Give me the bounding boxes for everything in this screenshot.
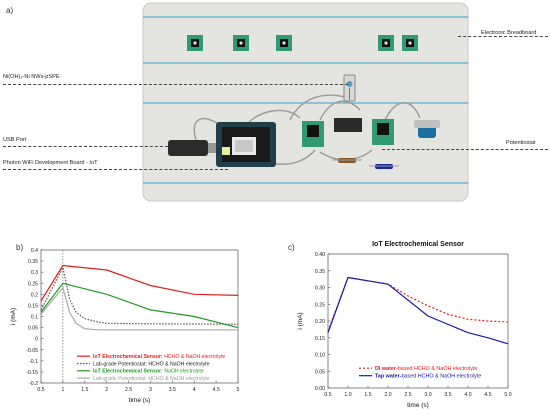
legend-entry: Tap water-based HCHO & NaOH electrolyte xyxy=(375,374,481,380)
label-usb-port: USB Port xyxy=(3,137,27,143)
panel-label-c: c) xyxy=(288,243,295,252)
series-line-1 xyxy=(40,267,239,325)
legend-entry-text: Lab-grade Potentiostat: HCHO & NaOH elec… xyxy=(93,376,210,382)
y-tick-label: 0.15 xyxy=(315,336,325,342)
legend-entry-text: based HCHO & NaOH electrolyte xyxy=(402,374,482,380)
chart-c: IoT Electrochemical Sensor 0.00 0.05 0.10 0.… xyxy=(297,241,512,409)
x-tick-label: 1.0 xyxy=(344,392,351,398)
y-tick-label: 0.40 xyxy=(315,252,325,258)
label-potentiostat: Potentiostat xyxy=(506,140,536,146)
series-line-2 xyxy=(40,282,239,329)
y-tick-label: 0.4 xyxy=(31,248,38,254)
x-tick-label: 3.5 xyxy=(169,387,176,393)
x-tick-label: 4 xyxy=(193,387,196,393)
x-tick-label: 1 xyxy=(61,387,64,393)
legend-entry-text: Lab-grade Potentiostat: HCHO & NaOH elec… xyxy=(93,361,210,367)
y-axis-label: i (mA) xyxy=(10,308,17,325)
y-tick-label: 0.10 xyxy=(315,353,325,359)
legend-entry-bold: Tap water- xyxy=(375,374,402,380)
legend-entry-bold: IoT Electrochemical Sensor: xyxy=(93,369,163,375)
photon-board xyxy=(216,122,276,167)
legend-entry-text: NaOH electrolyte xyxy=(163,369,204,375)
x-tick-label: 4.5 xyxy=(213,387,220,393)
y-tick-label: 0.30 xyxy=(315,286,325,292)
x-axis-label: time (s) xyxy=(407,402,429,409)
legend-entry: Lab-grade Potentiostat: HCHO & NaOH elec… xyxy=(93,361,210,367)
y-tick-label: 0.05 xyxy=(28,326,38,332)
x-tick-label: 4.5 xyxy=(484,392,491,398)
leader-potentiostat xyxy=(382,149,548,150)
x-tick-label: 2.0 xyxy=(384,392,391,398)
legend-entry-bold: DI water- xyxy=(375,366,398,372)
series-line-1 xyxy=(327,276,509,345)
leader-breadboard xyxy=(458,36,548,37)
potentiostat-modules xyxy=(302,118,440,147)
x-tick-label: 5 xyxy=(237,387,240,393)
y-tick-label: 0.35 xyxy=(28,259,38,265)
x-tick-label: 2 xyxy=(105,387,108,393)
y-axis-label: i (mA) xyxy=(297,312,304,329)
y-tick-label: -0.15 xyxy=(26,370,38,376)
legend-entry-bold: IoT Electrochemical Sensor: xyxy=(93,354,163,360)
leader-electrode xyxy=(3,84,348,85)
leader-usb-port xyxy=(3,146,168,147)
x-tick-label: 2.5 xyxy=(125,387,132,393)
y-tick-label: 0.25 xyxy=(315,302,325,308)
label-electrode: Ni(OH)₂-Ni NWs-pSPE xyxy=(3,74,60,80)
chart-title: IoT Electrochemical Sensor xyxy=(372,241,464,248)
series-line-0 xyxy=(327,276,509,332)
label-breadboard: Electronic Breadboard xyxy=(481,30,537,36)
y-tick-label: -0.05 xyxy=(26,348,38,354)
x-tick-label: 1.5 xyxy=(364,392,371,398)
leader-photon-board xyxy=(3,169,228,170)
x-tick-label: 3.5 xyxy=(444,392,451,398)
legend-entry-text: based HCHO & NaOH electrolyte xyxy=(398,366,478,372)
y-tick-label: 0.20 xyxy=(315,319,325,325)
breadboard-illustration xyxy=(142,2,469,202)
passive-components xyxy=(332,158,399,169)
x-axis-label: time (s) xyxy=(129,397,151,404)
legend-entry: DI water-based HCHO & NaOH electrolyte xyxy=(375,366,477,372)
y-tick-label: -0.1 xyxy=(29,359,38,365)
series-line-3 xyxy=(40,287,238,331)
y-tick-label: 0.1 xyxy=(31,315,38,321)
x-tick-label: 4.0 xyxy=(464,392,471,398)
legend-entry: Lab-grade Potentiostat: HCHO & NaOH elec… xyxy=(93,376,210,382)
y-tick-label: 0.2 xyxy=(31,292,38,298)
panel-label-b: b) xyxy=(16,243,24,252)
y-tick-label: 0.00 xyxy=(315,386,325,392)
legend-entry: IoT Electrochemical Sensor: HCHO & NaOH … xyxy=(93,354,225,360)
x-tick-label: 0.5 xyxy=(37,387,44,393)
y-tick-label: 0.05 xyxy=(315,369,325,375)
label-photon-board: Photon WiFi Development Board - IoT xyxy=(3,160,98,166)
x-tick-label: 1.5 xyxy=(81,387,88,393)
legend-entry-text: HCHO & NaOH electrolyte xyxy=(163,354,226,360)
y-tick-label: 0 xyxy=(35,337,38,343)
legend-entry: IoT Electrochemical Sensor: NaOH electro… xyxy=(93,369,204,375)
y-tick-label: 0.25 xyxy=(28,281,38,287)
y-tick-label: 0.3 xyxy=(31,270,38,276)
y-tick-label: 0.35 xyxy=(315,269,325,275)
x-tick-label: 5.0 xyxy=(504,392,511,398)
usb-cable xyxy=(168,140,216,156)
chart-b: -0.2 -0.15 -0.1 -0.05 0 0.05 0.1 0.15 0.2 0.25 0.3… xyxy=(10,248,240,404)
x-tick-label: 3 xyxy=(149,387,152,393)
electrode-spe xyxy=(343,74,356,102)
panel-label-a: a) xyxy=(6,6,14,15)
x-tick-label: 2.5 xyxy=(404,392,411,398)
y-tick-label: 0.15 xyxy=(28,303,38,309)
y-tick-label: -0.2 xyxy=(29,381,38,387)
series-line-0 xyxy=(40,264,239,302)
breadboard-pads xyxy=(187,35,418,51)
x-tick-label: 0.5 xyxy=(324,392,331,398)
x-tick-label: 3.0 xyxy=(424,392,431,398)
